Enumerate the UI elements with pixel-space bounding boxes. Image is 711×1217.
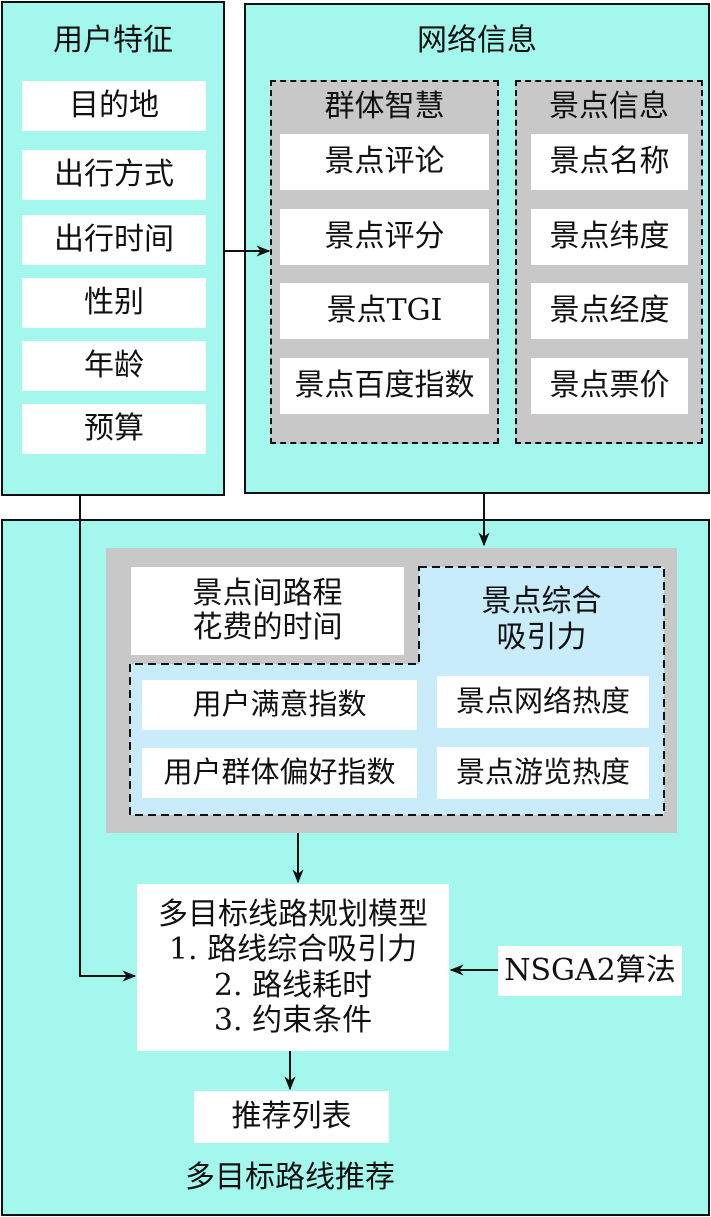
model-item-1: 1. 路线综合吸引力 — [168, 932, 418, 968]
spot-info-title: 景点信息 — [549, 89, 669, 124]
network-info-title: 网络信息 — [417, 23, 537, 58]
model-box: 多目标线路规划模型 1. 路线综合吸引力 2. 路线耗时 3. 约束条件 — [137, 884, 449, 1051]
spot-visit-heat: 景点游览热度 — [437, 747, 649, 799]
travel-time-line1: 景点间路程 — [192, 575, 343, 611]
feature-travel-time: 出行时间 — [22, 215, 206, 265]
feature-age: 年龄 — [22, 341, 206, 391]
arrow-features-to-model — [79, 496, 137, 982]
spot-tgi: 景点TGI — [280, 283, 489, 339]
model-title: 多目标线路规划模型 — [158, 896, 428, 932]
user-satisfaction-index: 用户满意指数 — [142, 680, 417, 730]
spot-baidu-index: 景点百度指数 — [280, 358, 489, 414]
feature-gender: 性别 — [22, 278, 206, 328]
attraction-title-line2: 吸引力 — [496, 620, 587, 655]
spot-network-heat: 景点网络热度 — [437, 676, 649, 728]
group-wisdom-title: 群体智慧 — [324, 89, 445, 124]
travel-time-line2: 花费的时间 — [192, 610, 343, 645]
spot-ticket-price: 景点票价 — [531, 358, 688, 414]
recommendation-list-box: 推荐列表 — [194, 1091, 389, 1143]
attraction-title: 景点综合 吸引力 — [419, 584, 664, 656]
recommendation-title: 多目标路线推荐 — [185, 1160, 395, 1195]
nsga2-algorithm-box: NSGA2算法 — [498, 946, 682, 996]
feature-travel-mode: 出行方式 — [22, 150, 206, 200]
spot-longitude: 景点经度 — [531, 283, 688, 339]
model-item-2: 2. 路线耗时 — [213, 967, 373, 1003]
user-group-preference-index: 用户群体偏好指数 — [142, 748, 417, 798]
spot-ratings: 景点评分 — [280, 209, 489, 265]
feature-destination: 目的地 — [22, 81, 206, 131]
feature-budget: 预算 — [22, 404, 206, 454]
attraction-title-line1: 景点综合 — [481, 584, 602, 619]
model-item-3: 3. 约束条件 — [213, 1002, 373, 1038]
spot-reviews: 景点评论 — [280, 134, 489, 190]
spot-name: 景点名称 — [531, 134, 688, 190]
spot-latitude: 景点纬度 — [531, 209, 688, 265]
user-features-title: 用户特征 — [53, 23, 173, 58]
travel-time-box: 景点间路程 花费的时间 — [131, 567, 404, 655]
